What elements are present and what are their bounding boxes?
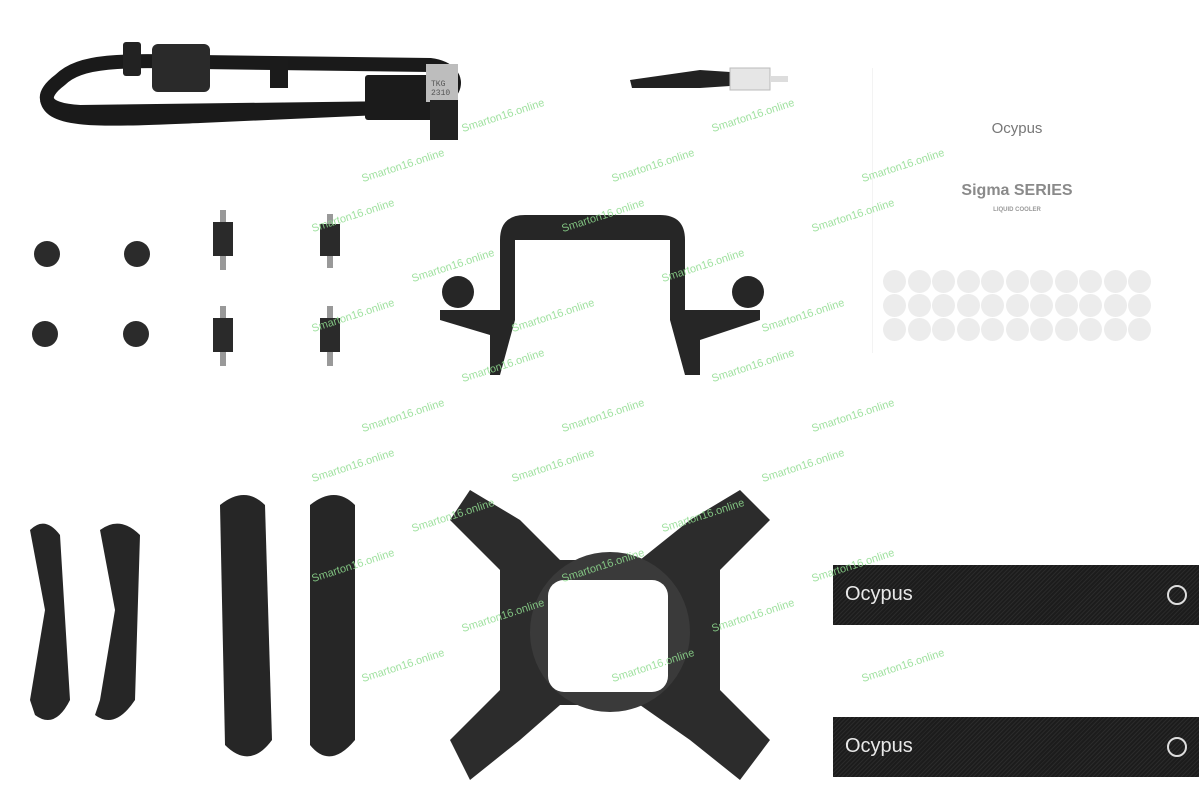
cable-strap: Ocypus bbox=[833, 717, 1199, 777]
rubber-pad bbox=[883, 294, 906, 317]
rubber-pad bbox=[883, 318, 906, 341]
rubber-pad bbox=[1128, 294, 1151, 317]
manual-booklet: Ocypus Sigma SERIES LIQUID COOLER bbox=[872, 68, 1161, 353]
manual-title: Sigma SERIES bbox=[961, 182, 1073, 199]
rubber-pad bbox=[981, 294, 1004, 317]
rubber-pad bbox=[981, 270, 1004, 293]
intel-mounting-bracket bbox=[440, 215, 764, 375]
rubber-pad bbox=[1005, 270, 1029, 293]
rubber-pad bbox=[1054, 318, 1078, 341]
rubber-pad bbox=[1079, 294, 1102, 317]
rubber-pad bbox=[1054, 270, 1078, 293]
cable-strap: Ocypus bbox=[833, 565, 1199, 625]
rubber-pad bbox=[932, 318, 955, 341]
rubber-pad bbox=[907, 294, 931, 317]
strap-logo: Ocypus bbox=[845, 583, 913, 605]
rubber-pad bbox=[1005, 294, 1029, 317]
rubber-pad bbox=[956, 270, 980, 293]
rubber-pad bbox=[981, 318, 1004, 341]
rubber-pad bbox=[1128, 318, 1151, 341]
rubber-pad bbox=[932, 294, 955, 317]
cable-connector-right bbox=[365, 75, 435, 120]
rubber-pad bbox=[1054, 294, 1078, 317]
rubber-pad bbox=[1005, 318, 1029, 341]
rubber-pad bbox=[1103, 270, 1127, 293]
rubber-pad bbox=[956, 318, 980, 341]
rubber-pad bbox=[907, 270, 931, 293]
strap-ring-icon bbox=[1167, 737, 1187, 757]
thumb-nuts bbox=[32, 241, 150, 347]
cable-connector-label: TKG 2310 bbox=[431, 80, 450, 98]
rubber-pad bbox=[907, 318, 931, 341]
rubber-pad bbox=[932, 270, 955, 293]
connector-label-line: TKG bbox=[431, 80, 446, 89]
standoff-screws bbox=[213, 210, 340, 366]
manual-brand: Ocypus bbox=[991, 120, 1043, 137]
cable-connector-left bbox=[123, 42, 141, 76]
manual-subtitle: LIQUID COOLER bbox=[993, 207, 1041, 213]
rubber-pad bbox=[1103, 318, 1127, 341]
rubber-pad bbox=[1030, 318, 1053, 341]
rubber-pad bbox=[1128, 270, 1151, 293]
rubber-pad bbox=[1079, 270, 1102, 293]
rubber-pad-sheet bbox=[883, 270, 1153, 342]
rubber-pad bbox=[1030, 270, 1053, 293]
amd-backplate bbox=[450, 490, 770, 780]
rubber-pad bbox=[883, 270, 906, 293]
rubber-pad bbox=[1103, 294, 1127, 317]
rubber-pad bbox=[956, 294, 980, 317]
rubber-pad bbox=[1079, 318, 1102, 341]
rubber-pad bbox=[1030, 294, 1053, 317]
strap-ring-icon bbox=[1167, 585, 1187, 605]
amd-mounting-arms bbox=[30, 495, 355, 757]
connector-label-line: 2310 bbox=[431, 89, 451, 98]
thermal-paste-syringe bbox=[630, 67, 788, 91]
strap-logo: Ocypus bbox=[845, 735, 913, 757]
